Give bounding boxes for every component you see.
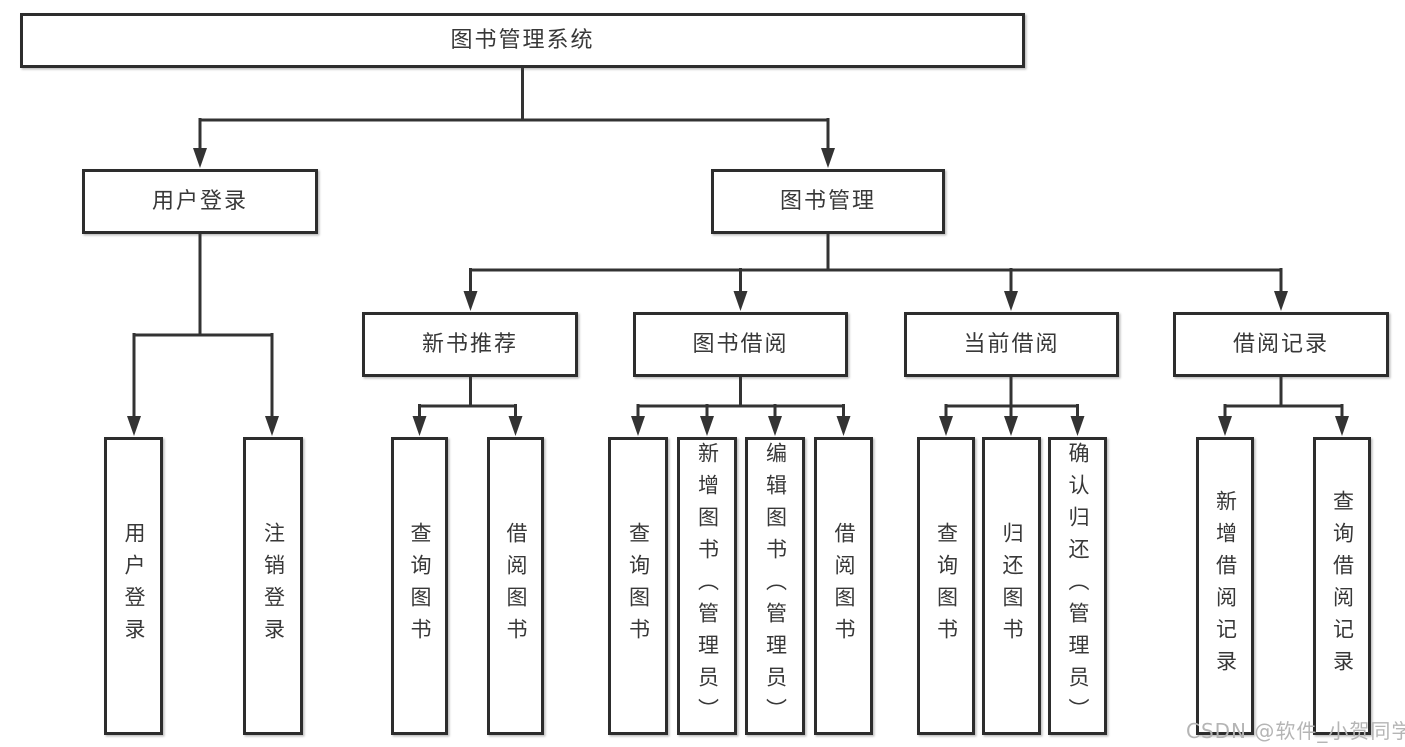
arrow-down-icon: [631, 416, 645, 436]
leaf-query-book-current: 查询图书: [917, 437, 975, 735]
arrow-down-icon: [768, 416, 782, 436]
arrow-down-icon: [939, 416, 953, 436]
node-book-management: 图书管理: [711, 169, 945, 234]
arrow-down-icon: [1004, 416, 1018, 436]
node-label: 查询借阅记录: [1330, 490, 1355, 682]
leaf-user-login: 用户登录: [104, 437, 163, 735]
node-root: 图书管理系统: [20, 13, 1025, 68]
leaf-query-book-recommend: 查询图书: [391, 437, 448, 735]
csdn-watermark: CSDN @软件_小贺同学: [1186, 719, 1405, 743]
node-current-borrowing: 当前借阅: [904, 312, 1119, 377]
arrow-down-icon: [1004, 291, 1018, 311]
arrow-down-icon: [265, 416, 279, 436]
arrow-down-icon: [1335, 416, 1349, 436]
leaf-borrow-book-borrowing: 借阅图书: [814, 437, 873, 735]
arrowheads: [127, 148, 1349, 436]
leaf-return-book: 归还图书: [982, 437, 1041, 735]
node-user-login: 用户登录: [82, 169, 318, 234]
arrow-down-icon: [127, 416, 141, 436]
leaf-confirm-return-admin: 确认归还（管理员）: [1048, 437, 1107, 735]
node-borrowing-records: 借阅记录: [1173, 312, 1389, 377]
arrow-down-icon: [1218, 416, 1232, 436]
leaf-add-borrow-record: 新增借阅记录: [1196, 437, 1254, 735]
node-label: 新增图书（管理员）: [695, 442, 720, 730]
leaf-logout: 注销登录: [243, 437, 303, 735]
node-label: 新书推荐: [421, 331, 518, 357]
node-label: 新增借阅记录: [1213, 490, 1238, 682]
leaf-edit-book-admin: 编辑图书（管理员）: [745, 437, 805, 735]
arrow-down-icon: [821, 148, 835, 168]
arrow-down-icon: [733, 291, 748, 311]
node-label: 借阅图书: [504, 522, 528, 650]
arrow-down-icon: [700, 416, 714, 436]
node-label: 归还图书: [1000, 522, 1024, 650]
leaf-query-book-borrowing: 查询图书: [608, 437, 668, 735]
arrow-down-icon: [463, 291, 478, 311]
node-label: 确认归还（管理员）: [1066, 442, 1090, 730]
node-label: 图书管理系统: [450, 27, 595, 53]
node-label: 图书借阅: [692, 331, 789, 357]
arrow-down-icon: [836, 416, 851, 436]
node-label: 借阅图书: [832, 522, 856, 650]
node-label: 图书管理: [779, 188, 876, 214]
arrow-down-icon: [193, 148, 207, 168]
arrow-down-icon: [508, 416, 523, 436]
arrow-down-icon: [1070, 416, 1085, 436]
node-label: 查询图书: [408, 522, 432, 650]
node-label: 编辑图书（管理员）: [763, 442, 788, 730]
node-label: 查询图书: [934, 522, 959, 650]
arrow-down-icon: [1274, 291, 1288, 311]
node-new-book-recommend: 新书推荐: [362, 312, 578, 377]
node-label: 查询图书: [626, 522, 651, 650]
arrow-down-icon: [412, 416, 427, 436]
tree-edges: [132, 68, 1344, 420]
node-book-borrowing: 图书借阅: [633, 312, 848, 377]
node-label: 当前借阅: [963, 331, 1060, 357]
node-label: 用户登录: [122, 522, 146, 650]
node-label: 借阅记录: [1232, 331, 1329, 357]
node-label: 用户登录: [151, 188, 248, 214]
leaf-add-book-admin: 新增图书（管理员）: [677, 437, 737, 735]
leaf-borrow-book-recommend: 借阅图书: [487, 437, 544, 735]
node-label: 注销登录: [261, 522, 286, 650]
leaf-query-borrow-record: 查询借阅记录: [1313, 437, 1371, 735]
